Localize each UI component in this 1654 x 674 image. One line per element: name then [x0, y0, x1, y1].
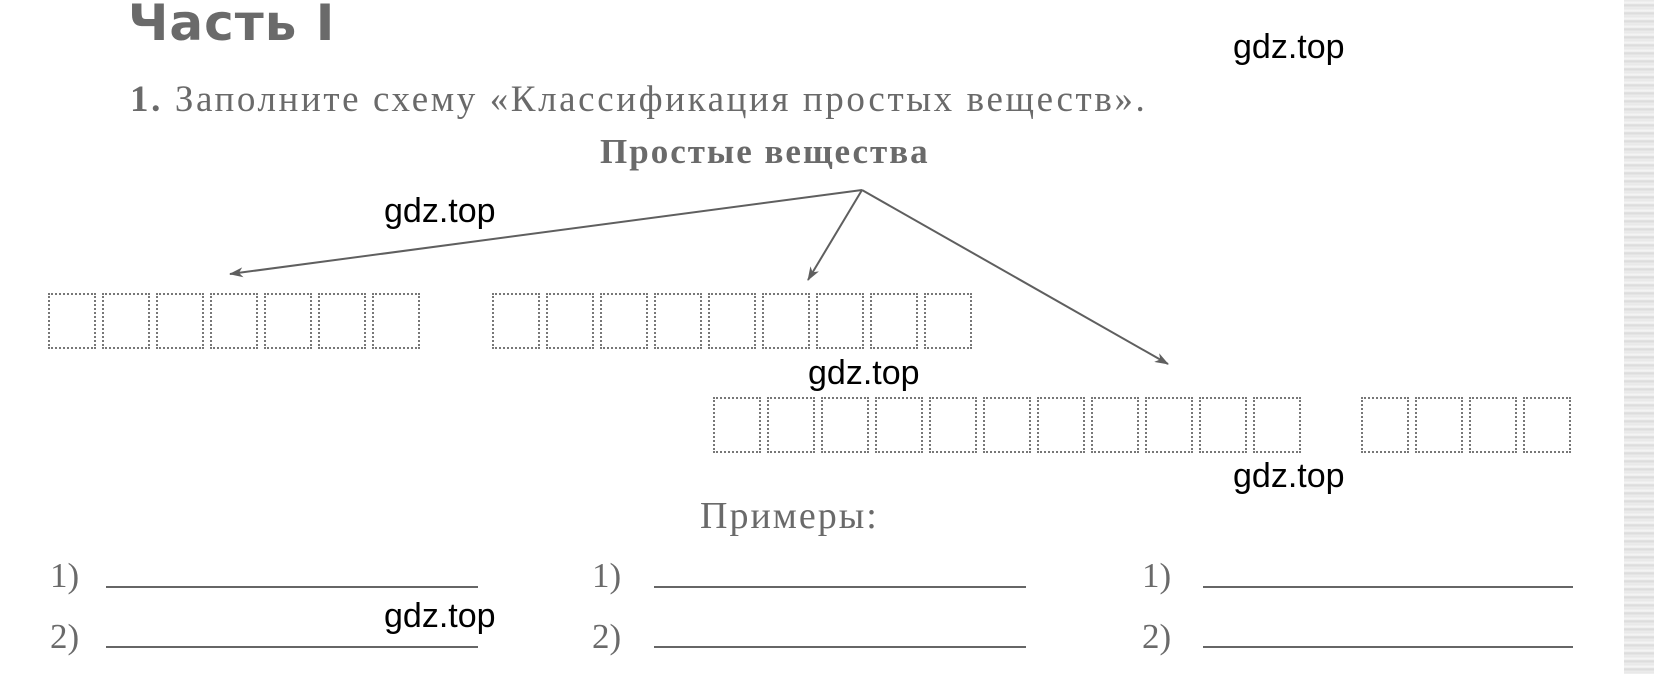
- example-answer-line[interactable]: [106, 586, 478, 588]
- letter-cell[interactable]: [983, 397, 1031, 453]
- letter-cell[interactable]: [1469, 397, 1517, 453]
- letter-cell[interactable]: [1199, 397, 1247, 453]
- example-number: 1): [1142, 556, 1172, 595]
- watermark: gdz.top: [384, 597, 496, 635]
- letter-cell[interactable]: [816, 293, 864, 349]
- letter-cell[interactable]: [929, 397, 977, 453]
- arrow-to-group-3: [861, 189, 1169, 365]
- letter-cell[interactable]: [1523, 397, 1571, 453]
- examples-label: Примеры:: [700, 495, 879, 537]
- watermark: gdz.top: [808, 354, 920, 392]
- letter-cell[interactable]: [102, 293, 150, 349]
- letter-cell[interactable]: [210, 293, 258, 349]
- letter-cell[interactable]: [1253, 397, 1301, 453]
- watermark: gdz.top: [1233, 28, 1345, 66]
- letter-cell[interactable]: [48, 293, 96, 349]
- part-title: Часть I: [128, 0, 336, 52]
- arrow-to-group-2: [807, 189, 863, 281]
- answer-cells-group-3-word-2[interactable]: [1361, 397, 1571, 453]
- letter-cell[interactable]: [1091, 397, 1139, 453]
- scheme-root-label: Простые вещества: [600, 132, 930, 171]
- letter-cell[interactable]: [708, 293, 756, 349]
- letter-cell[interactable]: [821, 397, 869, 453]
- page-edge: [1624, 0, 1654, 674]
- watermark: gdz.top: [384, 192, 496, 230]
- task-text: Заполните схему «Классификация простых в…: [174, 79, 1148, 120]
- letter-cell[interactable]: [762, 293, 810, 349]
- letter-cell[interactable]: [713, 397, 761, 453]
- letter-cell[interactable]: [1415, 397, 1463, 453]
- arrow-to-group-1: [229, 189, 863, 278]
- example-number: 2): [50, 617, 80, 656]
- answer-cells-group-3-word-1[interactable]: [713, 397, 1301, 453]
- letter-cell[interactable]: [264, 293, 312, 349]
- letter-cell[interactable]: [492, 293, 540, 349]
- letter-cell[interactable]: [870, 293, 918, 349]
- example-number: 1): [592, 556, 622, 595]
- task-statement: 1. Заполните схему «Классификация просты…: [130, 78, 1147, 121]
- example-number: 2): [1142, 617, 1172, 656]
- example-answer-line[interactable]: [1203, 646, 1573, 648]
- example-answer-line[interactable]: [106, 646, 478, 648]
- letter-cell[interactable]: [156, 293, 204, 349]
- letter-cell[interactable]: [767, 397, 815, 453]
- example-answer-line[interactable]: [654, 646, 1026, 648]
- letter-cell[interactable]: [924, 293, 972, 349]
- letter-cell[interactable]: [654, 293, 702, 349]
- letter-cell[interactable]: [600, 293, 648, 349]
- letter-cell[interactable]: [1145, 397, 1193, 453]
- example-number: 2): [592, 617, 622, 656]
- letter-cell[interactable]: [875, 397, 923, 453]
- letter-cell[interactable]: [1361, 397, 1409, 453]
- example-number: 1): [50, 556, 80, 595]
- letter-cell[interactable]: [372, 293, 420, 349]
- answer-cells-group-2[interactable]: [492, 293, 972, 349]
- watermark: gdz.top: [1233, 457, 1345, 495]
- task-number: 1.: [130, 79, 163, 120]
- example-answer-line[interactable]: [654, 586, 1026, 588]
- letter-cell[interactable]: [1037, 397, 1085, 453]
- answer-cells-group-1[interactable]: [48, 293, 420, 349]
- letter-cell[interactable]: [318, 293, 366, 349]
- letter-cell[interactable]: [546, 293, 594, 349]
- example-answer-line[interactable]: [1203, 586, 1573, 588]
